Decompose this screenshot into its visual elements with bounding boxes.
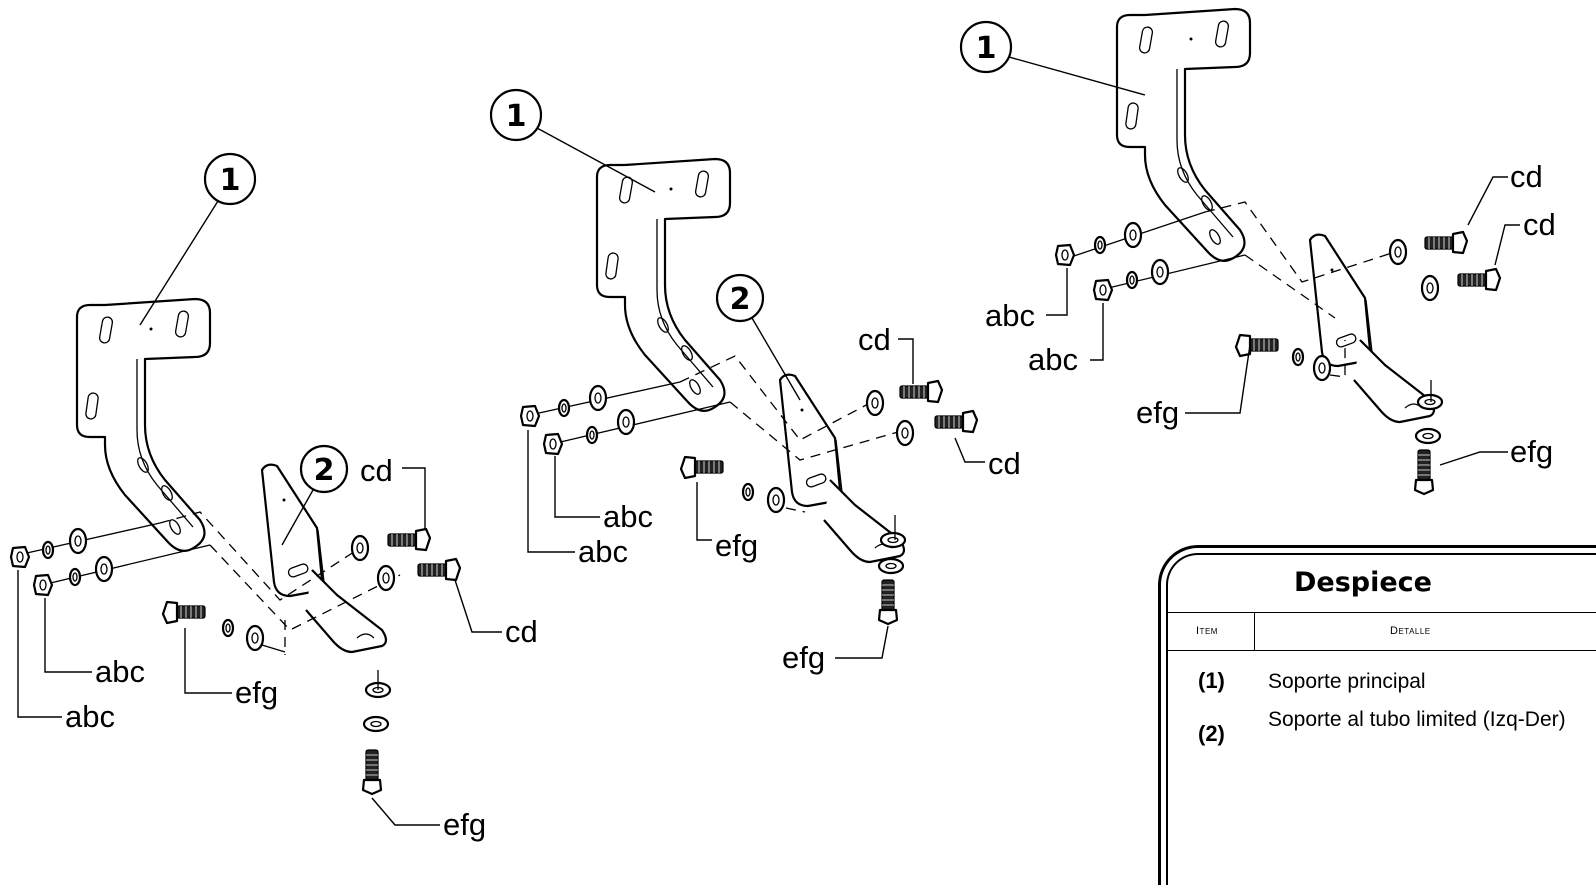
lock-washer-icon xyxy=(41,540,55,560)
divider xyxy=(1168,650,1596,651)
flat-washer-icon xyxy=(350,534,370,562)
flat-washer-icon xyxy=(865,389,885,417)
lock-washer-icon xyxy=(362,715,390,733)
item-number: 2 xyxy=(730,282,751,317)
item-balloon xyxy=(489,88,543,142)
lock-washer-icon xyxy=(585,425,599,445)
screw-icon xyxy=(679,455,725,480)
lock-washer-icon xyxy=(1093,235,1107,255)
lock-washer-icon xyxy=(68,567,82,587)
flat-washer-icon xyxy=(1312,354,1332,382)
callout-label: cd xyxy=(360,453,393,488)
callout-label: efg xyxy=(1136,395,1179,430)
lock-washer-icon xyxy=(221,618,235,638)
callout-label: abc xyxy=(95,654,145,689)
flat-washer-icon xyxy=(766,486,786,514)
item-balloon xyxy=(203,152,257,206)
screw-icon xyxy=(161,600,207,625)
table-frame xyxy=(1158,545,1596,885)
callout-label: cd xyxy=(505,614,538,649)
flat-washer-icon xyxy=(1150,258,1170,286)
table-frame-inner xyxy=(1166,553,1596,885)
callout-label: efg xyxy=(1510,434,1553,469)
callout-label: efg xyxy=(235,675,278,710)
divider xyxy=(1168,612,1596,613)
bolt-icon xyxy=(386,527,432,552)
main-bracket-left xyxy=(75,297,212,552)
callout-label: efg xyxy=(443,807,486,842)
flat-washer-icon xyxy=(245,624,265,652)
row-description: Soporte al tubo limited (Izq-Der) xyxy=(1268,708,1566,731)
lock-washer-icon xyxy=(1291,347,1305,367)
callout-label: efg xyxy=(715,528,758,563)
main-bracket-right xyxy=(1115,7,1252,262)
flat-washer-icon xyxy=(1123,221,1143,249)
screw-icon xyxy=(1413,448,1435,496)
flat-washer-icon xyxy=(588,384,608,412)
divider xyxy=(1254,612,1255,650)
callout-label: efg xyxy=(782,640,825,675)
bolt-icon xyxy=(933,409,979,434)
flat-washer-icon xyxy=(1388,238,1408,266)
nut-icon xyxy=(1054,243,1076,267)
nut-icon xyxy=(32,573,54,597)
bolt-icon xyxy=(1423,230,1469,255)
flat-washer-icon xyxy=(895,419,915,447)
row-description: Soporte principal xyxy=(1268,670,1426,693)
flat-washer-icon xyxy=(94,555,114,583)
callout-label: cd xyxy=(858,322,891,357)
tube-support-right xyxy=(1308,233,1436,424)
flat-washer-icon xyxy=(1420,274,1440,302)
flat-washer-icon xyxy=(68,527,88,555)
callout-label: abc xyxy=(985,298,1035,333)
item-balloon xyxy=(715,273,765,323)
column-header-detail: Detalle xyxy=(1390,625,1431,637)
bolt-icon xyxy=(1456,267,1502,292)
main-bracket-middle xyxy=(595,157,732,412)
callout-label: abc xyxy=(603,499,653,534)
flat-washer-icon xyxy=(376,564,396,592)
column-header-item: Item xyxy=(1196,625,1218,637)
flat-washer-icon xyxy=(616,408,636,436)
assembly-middle: 1 2 abc abc cd cd efg efg xyxy=(489,88,1021,675)
screw-icon xyxy=(361,748,383,796)
parts-list-table: Despiece Item Detalle (1) Soporte princi… xyxy=(1158,545,1596,885)
row-number: (1) xyxy=(1198,668,1225,693)
item-number: 1 xyxy=(976,31,997,66)
screw-icon xyxy=(877,578,899,626)
item-balloon xyxy=(299,444,349,494)
callout-label: abc xyxy=(1028,342,1078,377)
nut-icon xyxy=(542,432,564,456)
assembly-right: 1 abc abc cd cd efg efg xyxy=(959,7,1556,496)
exploded-assembly-drawing: 1 2 abc abc cd cd efg efg xyxy=(9,7,1556,842)
item-number: 2 xyxy=(314,453,335,488)
nut-icon xyxy=(9,545,31,569)
nut-icon xyxy=(519,404,541,428)
callout-label: cd xyxy=(1510,159,1543,194)
lock-washer-icon xyxy=(1125,270,1139,290)
bolt-icon xyxy=(416,557,462,582)
item-number: 1 xyxy=(506,99,527,134)
item-number: 1 xyxy=(220,163,241,198)
flat-washer-icon xyxy=(879,531,907,549)
nut-icon xyxy=(1092,278,1114,302)
row-number: (2) xyxy=(1198,721,1225,746)
bolt-icon xyxy=(898,379,944,404)
item-balloon xyxy=(959,20,1013,74)
lock-washer-icon xyxy=(557,398,571,418)
screw-icon xyxy=(1234,333,1280,358)
callout-label: abc xyxy=(578,534,628,569)
lock-washer-icon xyxy=(741,482,755,502)
lock-washer-icon xyxy=(877,557,905,575)
callout-label: cd xyxy=(988,446,1021,481)
lock-washer-icon xyxy=(1414,427,1442,445)
callout-label: cd xyxy=(1523,207,1556,242)
flat-washer-icon xyxy=(1416,393,1444,411)
assembly-left: 1 2 abc abc cd cd efg efg xyxy=(9,152,538,842)
callout-label: abc xyxy=(65,699,115,734)
table-title: Despiece xyxy=(1293,567,1432,598)
